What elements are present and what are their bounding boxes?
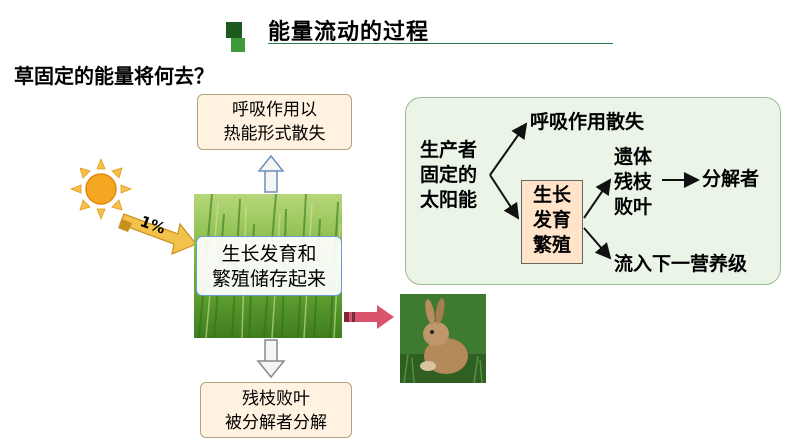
panel-remains-line-1: 遗体 <box>614 146 653 168</box>
rabbit-illustration <box>400 294 486 383</box>
growth-box: 生长发育和 繁殖储存起来 <box>196 236 342 296</box>
rabbit-image <box>400 294 486 383</box>
sun-energy-arrow <box>118 213 197 255</box>
title-decoration-square-light <box>231 38 245 52</box>
sun-icon <box>69 158 133 220</box>
panel-growth-line-2: 发育 <box>532 209 571 231</box>
arrow-to-respiration <box>489 122 528 176</box>
arrow-to-remains <box>583 178 612 219</box>
panel-next-level-text: 流入下一营养级 <box>614 253 748 275</box>
decomposition-box: 残枝败叶 被分解者分解 <box>200 382 352 438</box>
growth-line-2: 繁殖储存起来 <box>211 268 326 290</box>
growth-line-1: 生长发育和 <box>221 243 317 265</box>
producer-line-3: 太阳能 <box>420 189 478 211</box>
respiration-line-2: 热能形式散失 <box>223 124 326 144</box>
arrow-right-to-rabbit <box>344 305 394 329</box>
arrow-up-to-respiration <box>257 154 285 193</box>
panel-decomposer-text: 分解者 <box>702 168 760 190</box>
page-title: 能量流动的过程 <box>268 20 430 45</box>
producer-line-1: 生产者 <box>420 139 478 161</box>
panel-remains-line-3: 败叶 <box>614 196 653 218</box>
decomposition-line-1: 残枝败叶 <box>242 389 310 409</box>
arrow-to-growth <box>489 174 520 220</box>
question-text: 草固定的能量将何去？ <box>14 64 214 88</box>
energy-flow-panel <box>405 97 781 285</box>
producer-line-2: 固定的 <box>420 164 478 186</box>
respiration-box: 呼吸作用以 热能形式散失 <box>197 94 352 150</box>
producer-energy-text: 生产者 固定的 太阳能 <box>420 138 477 213</box>
title-underline <box>268 43 613 44</box>
arrow-to-next-level <box>583 227 612 260</box>
arrow-down-to-decomposition <box>256 339 286 379</box>
decomposition-line-2: 被分解者分解 <box>225 413 327 433</box>
panel-respiration-text: 呼吸作用散失 <box>530 111 645 133</box>
panel-remains-text: 遗体 残枝 败叶 <box>614 145 652 220</box>
panel-growth-box: 生长 发育 繁殖 <box>521 180 583 264</box>
title-decoration-square-dark <box>226 22 242 38</box>
respiration-line-1: 呼吸作用以 <box>232 100 317 120</box>
panel-growth-line-3: 繁殖 <box>532 234 571 256</box>
panel-remains-line-2: 残枝 <box>614 171 653 193</box>
panel-growth-line-1: 生长 <box>532 184 571 206</box>
